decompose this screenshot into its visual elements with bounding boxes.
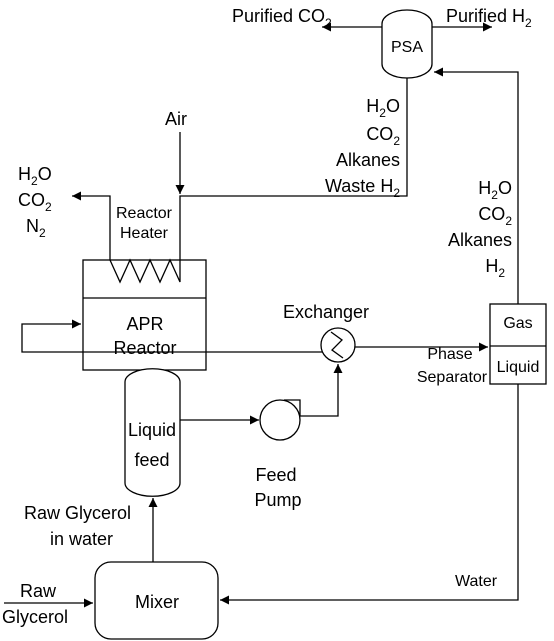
waste-h2-label: Waste H2 [325, 176, 400, 200]
reactor-heater-label-line2: Heater [120, 225, 169, 242]
reactor-heater-label-line1: Reactor [116, 205, 173, 222]
phase-separator-label-line2: Separator [417, 369, 488, 386]
feed-pump-label-line1: Feed [255, 465, 296, 485]
exchanger: Exchanger [283, 302, 369, 363]
waste-co2-label: CO2 [366, 124, 400, 148]
gas-to-psa-line [434, 67, 519, 304]
waste-alkanes-label: Alkanes [336, 150, 400, 170]
mixer-label: Mixer [135, 592, 179, 612]
raw-glycerol-label-line2: Glycerol [2, 607, 68, 627]
raw-glycerol-label-line1: Raw [20, 581, 57, 601]
phase-separator-label-line1: Phase [427, 346, 472, 363]
water-recycle-line [220, 384, 519, 605]
gas-h2o-label: H2O [478, 178, 512, 202]
gas-co2-label: CO2 [478, 204, 512, 228]
phase-separator: Gas Liquid [489, 303, 547, 385]
raw-glycerol-water-label-line1: Raw Glycerol [24, 503, 131, 523]
psa-unit: PSA [381, 9, 433, 79]
purified-h2-label: Purified H2 [446, 6, 532, 30]
heater-coil [109, 258, 181, 284]
psa-label: PSA [391, 39, 423, 56]
flue-gas-line [72, 191, 111, 260]
psa-waste-line [179, 78, 408, 260]
water-label: Water [455, 573, 498, 590]
feed-pump-label-line2: Pump [254, 490, 301, 510]
exchanger-label: Exchanger [283, 302, 369, 322]
raw-glycerol-water-label-line2: in water [50, 529, 113, 549]
mixer: Mixer [94, 561, 219, 640]
flue-co2-label: CO2 [18, 190, 52, 214]
purified-co2-label: Purified CO2 [232, 6, 332, 30]
gas-alkanes-label: Alkanes [448, 230, 512, 250]
liquid-feed-label-line2: feed [134, 450, 169, 470]
liquid-feed-tank: Liquid feed [124, 368, 181, 497]
liquid-label: Liquid [497, 359, 540, 376]
psa-waste-labels: H2O CO2 Alkanes Waste H2 [325, 96, 400, 200]
flue-gas-labels: H2O CO2 N2 [18, 164, 52, 240]
gas-label: Gas [503, 315, 532, 332]
feed-pump: Feed Pump [254, 399, 302, 510]
gas-h2-label: H2 [485, 256, 505, 280]
flue-h2o-label: H2O [18, 164, 52, 188]
apr-reactor: APR Reactor [82, 258, 207, 371]
liquid-feed-label-line1: Liquid [128, 420, 176, 440]
waste-h2o-label: H2O [366, 96, 400, 120]
apr-label-line1: APR [126, 314, 163, 334]
apr-label-line2: Reactor [113, 338, 176, 358]
gas-out-labels: H2O CO2 Alkanes H2 [448, 178, 512, 280]
flue-n2-label: N2 [26, 216, 46, 240]
air-label: Air [165, 109, 187, 129]
pump-to-exchanger-line [300, 364, 343, 417]
